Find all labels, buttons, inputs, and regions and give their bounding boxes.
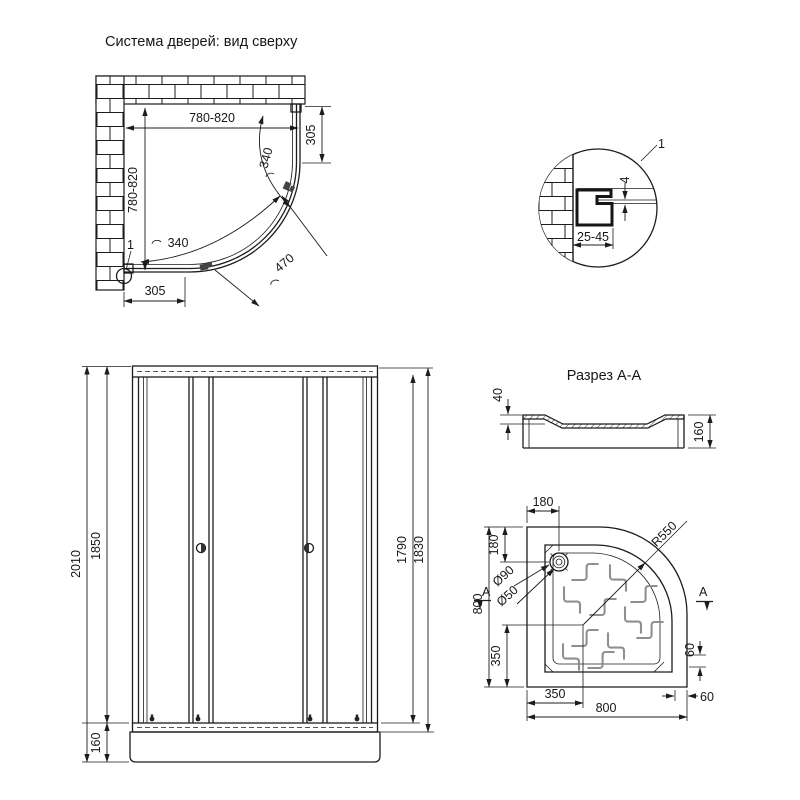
dim-section-height: 160 [692,422,706,443]
wall-profile-section [575,188,614,227]
section-marker-left: A [482,585,491,599]
dim-width-top: 780-820 [189,111,235,125]
dim-rim-depth: 40 [491,388,505,402]
front-frame [129,365,381,763]
section-dimensions: 40 160 [491,388,716,449]
dim-drain-x: 180 [533,495,554,509]
curved-glass-doors [115,103,302,285]
corner-hinge-circle [115,267,133,285]
front-view: 2010 1850 160 1790 1830 [69,365,434,763]
dim-door-height: 1830 [412,536,426,564]
handle-knob-left [201,543,206,553]
dim-center-y: 350 [489,646,503,667]
antislip-pattern [561,562,664,671]
dim-center-x: 350 [545,687,566,701]
dim-frame-height: 1850 [89,532,103,560]
tray-section-profile [522,414,685,449]
dim-door-diagonal: 470 [272,251,297,275]
detail-dimensions: 4 25-45 1 [572,137,665,249]
tray-front [129,731,381,763]
dim-edge-bottom: 60 [700,690,714,704]
tray-view: 180 180 800 350 350 800 60 [471,495,714,721]
dim-side-bottom: 305 [145,284,166,298]
wall-left-bricks [95,75,125,291]
dim-tray-height: 160 [89,733,103,754]
door-handles [195,542,315,554]
dim-door-bottom: 340 [168,236,189,250]
section-title: Разрез А-А [567,368,642,384]
dim-tray-width-800: 800 [596,701,617,715]
section-view: Разрез А-А 40 160 [491,368,716,449]
dim-door-right: 340 [257,146,276,170]
dim-adjust-range: 25-45 [577,230,609,244]
handle-knob-right [304,543,309,553]
tray-center-lines [502,624,584,708]
detail-view: 4 25-45 1 [538,137,665,268]
dim-edge-right: 60 [683,643,697,657]
door-rollers [149,714,360,722]
dim-side-right: 305 [304,125,318,146]
top-wall-profile [290,103,302,113]
plan-callout-1: 1 [127,238,134,252]
dim-glass-thickness: 4 [618,176,632,183]
wall-top-bricks [95,75,306,105]
section-marker-right: A [699,585,708,599]
section-markers: A A [474,585,713,611]
dim-height-left: 780-820 [126,167,140,213]
detail-callout-1: 1 [658,137,665,151]
plan-title: Система дверей: вид сверху [105,34,298,50]
dim-radius: R550 [649,519,680,550]
dim-total-height: 2010 [69,550,83,578]
detail-wall-bricks [539,149,574,267]
tray-outlines [526,526,688,688]
plan-view: Система дверей: вид сверху 780-820 [95,34,331,307]
dim-glass-height: 1790 [395,536,409,564]
front-dimensions: 2010 1850 160 1790 1830 [69,365,434,763]
